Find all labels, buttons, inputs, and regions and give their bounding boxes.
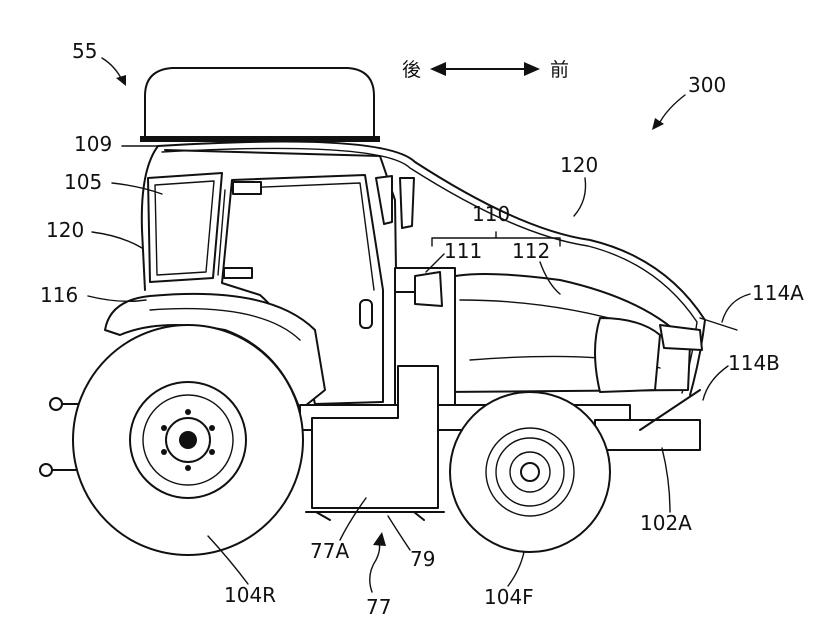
label-120-left: 120 [46, 218, 84, 242]
label-110: 110 [472, 202, 510, 226]
direction-rear-label: 後 [402, 59, 421, 81]
rear-wheel [73, 325, 303, 555]
label-104R: 104R [224, 583, 276, 607]
roof-unit [140, 68, 380, 142]
label-111: 111 [444, 239, 482, 263]
label-300: 300 [688, 73, 726, 97]
label-102A: 102A [640, 511, 692, 535]
hood [395, 268, 737, 410]
label-114B: 114B [728, 351, 780, 375]
label-104F: 104F [484, 585, 534, 609]
label-112: 112 [512, 239, 550, 263]
label-109: 109 [74, 132, 112, 156]
label-79: 79 [410, 547, 435, 571]
label-77: 77 [366, 595, 391, 619]
label-114A: 114A [752, 281, 804, 305]
label-116: 116 [40, 283, 78, 307]
direction-front-label: 前 [550, 59, 569, 81]
direction-indicator: 後 前 [402, 59, 569, 81]
front-wheel [450, 392, 610, 552]
label-77A: 77A [310, 539, 349, 563]
label-105: 105 [64, 170, 102, 194]
label-55: 55 [72, 39, 97, 63]
label-120-right: 120 [560, 153, 598, 177]
